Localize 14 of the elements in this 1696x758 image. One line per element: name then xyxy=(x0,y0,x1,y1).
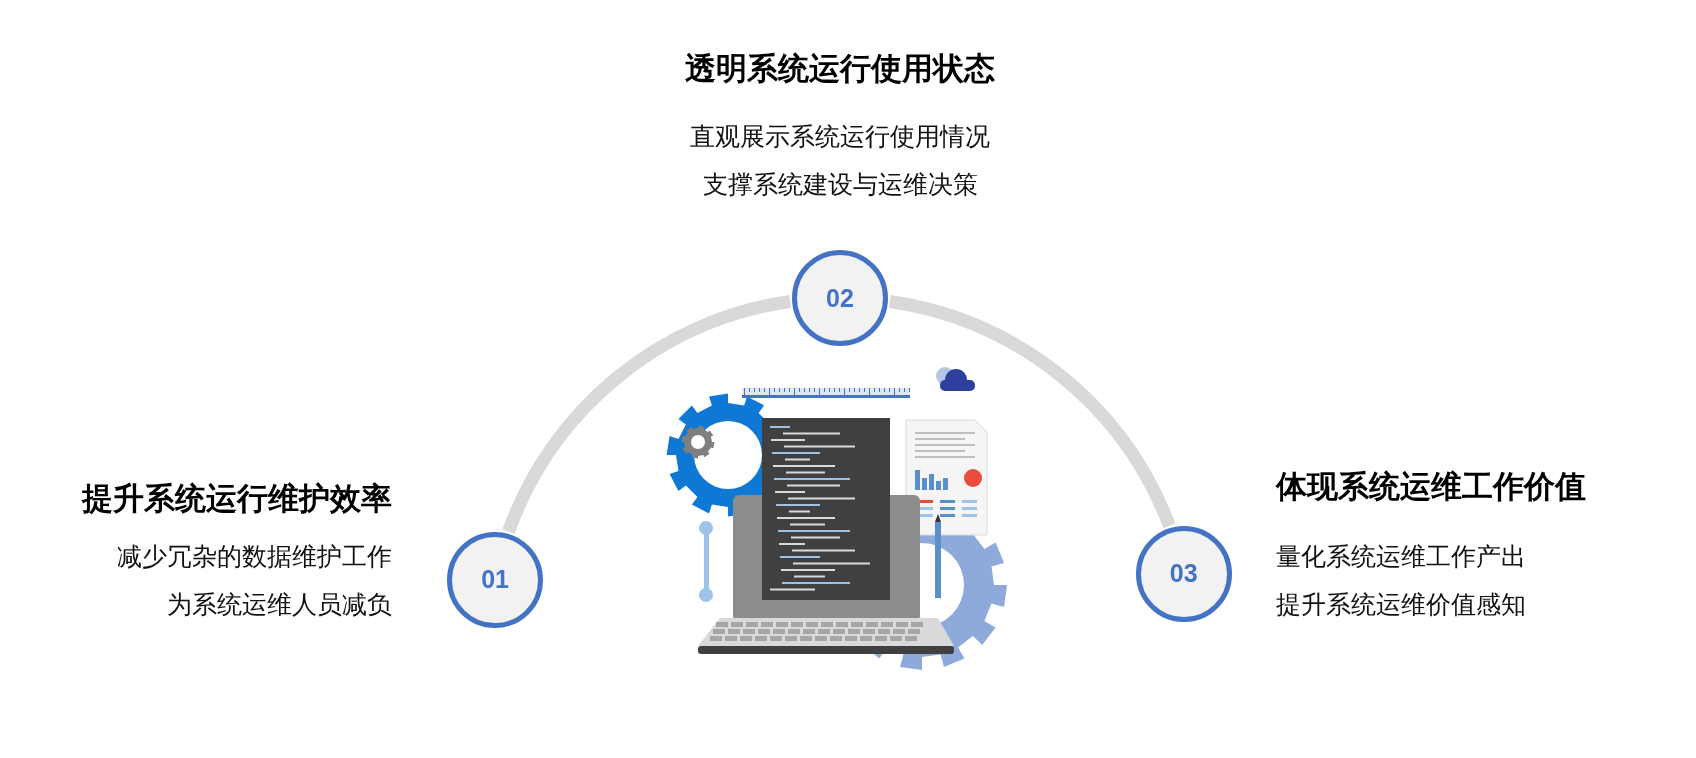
description-text: 为系统运维人员减负 xyxy=(167,589,392,621)
arc-connector xyxy=(502,295,792,535)
description-text: 直观展示系统运行使用情况 xyxy=(690,121,990,153)
description-text: 量化系统运维工作产出 xyxy=(1276,541,1526,573)
step-number: 03 xyxy=(1169,559,1198,589)
description-text: 提升系统运维价值感知 xyxy=(1276,589,1526,621)
section-heading: 透明系统运行使用状态 xyxy=(685,49,995,88)
section-heading: 提升系统运行维护效率 xyxy=(82,479,392,518)
description-text: 支撑系统建设与运维决策 xyxy=(702,169,978,201)
step-number: 01 xyxy=(481,565,509,595)
arc-connector xyxy=(888,295,1176,529)
step-number: 02 xyxy=(826,283,854,313)
section-heading: 体现系统运维工作价值 xyxy=(1276,467,1586,506)
description-text: 减少冗杂的数据维护工作 xyxy=(117,541,392,573)
